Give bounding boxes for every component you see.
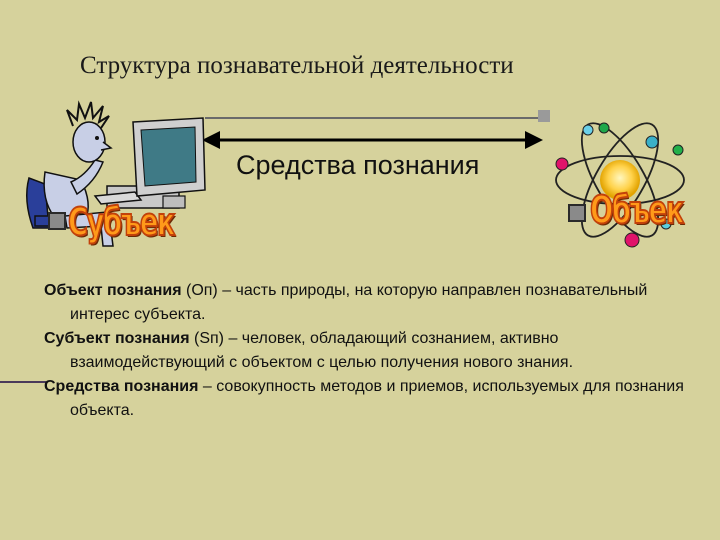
definition-text: (Оп) – часть природы, на которую направл… <box>70 282 648 323</box>
top-divider-line <box>205 117 540 119</box>
object-marker-square <box>568 204 586 222</box>
definition-term: Средства познания <box>44 378 199 395</box>
subject-wordart: Субъек <box>67 199 176 245</box>
left-accent-line <box>0 381 46 383</box>
definition-text: (Sп) – человек, обладающий сознанием, ак… <box>70 330 574 371</box>
double-arrow-icon <box>202 131 543 149</box>
slide-title: Структура познавательной деятельности <box>80 52 514 79</box>
definition-term: Субъект познания <box>44 330 190 347</box>
atom-icon <box>555 122 685 248</box>
means-of-cognition-label: Средства познания <box>236 150 480 180</box>
definition-means: Средства познания – совокупность методов… <box>44 375 684 423</box>
definition-term: Объект познания <box>44 282 182 299</box>
definitions-list: Объект познания (Оп) – часть природы, на… <box>44 279 684 423</box>
definition-object: Объект познания (Оп) – часть природы, на… <box>44 279 684 327</box>
definition-text: – совокупность методов и приемов, исполь… <box>70 378 684 419</box>
definition-subject: Субъект познания (Sп) – человек, обладаю… <box>44 327 684 375</box>
person-at-computer-icon <box>26 100 206 247</box>
top-divider-square <box>538 110 550 122</box>
object-wordart: Объек <box>589 187 685 233</box>
subject-marker-square <box>48 212 66 230</box>
